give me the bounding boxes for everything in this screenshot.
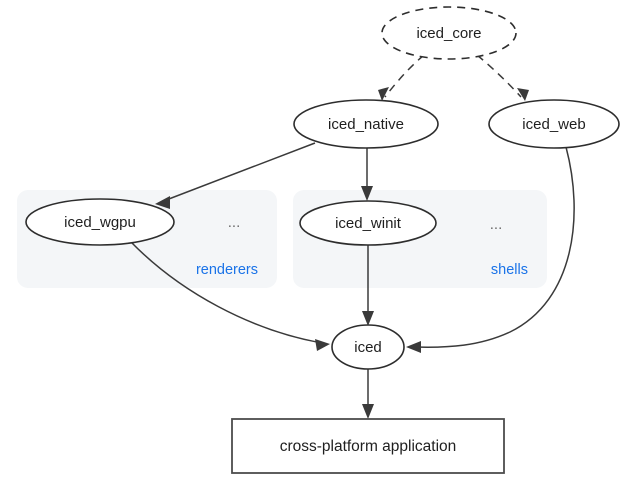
edge-web-to-iced-arrowhead	[406, 341, 421, 353]
edge-winit-to-iced-arrowhead	[362, 311, 374, 326]
edge-native-to-wgpu	[155, 142, 316, 209]
cluster-renderers-label: renderers	[196, 262, 258, 278]
node-iced-winit-label: iced_winit	[335, 215, 402, 232]
edge-native-to-winit	[361, 148, 373, 201]
edge-wgpu-to-iced	[130, 241, 330, 351]
edge-winit-to-iced	[362, 245, 374, 326]
edge-native-to-wgpu-line	[160, 142, 316, 203]
node-iced-core[interactable]: iced_core	[381, 6, 517, 60]
edge-iced-to-application	[362, 369, 374, 419]
edge-web-to-iced	[406, 146, 575, 353]
node-iced-native-shape[interactable]	[293, 99, 439, 149]
node-application-label: cross-platform application	[280, 438, 457, 455]
node-iced-native[interactable]: iced_native	[293, 99, 439, 149]
edge-native-to-wgpu-arrowhead	[155, 196, 170, 209]
node-iced-core-label: iced_core	[416, 25, 481, 42]
shells-more-icon: ...	[490, 216, 503, 233]
edge-wgpu-to-iced-line	[130, 241, 323, 344]
edge-core-to-web-arrowhead	[517, 88, 529, 101]
edge-core-to-web-line	[476, 54, 522, 98]
edge-core-to-web	[476, 54, 529, 101]
cluster-shells-label: shells	[491, 262, 528, 278]
node-application-shape[interactable]	[231, 418, 505, 474]
node-iced-native-label: iced_native	[328, 116, 404, 133]
edge-iced-to-application-arrowhead	[362, 404, 374, 419]
node-iced-web-label: iced_web	[522, 116, 585, 133]
edge-core-to-native-arrowhead	[378, 87, 389, 101]
node-iced-winit[interactable]: iced_winit	[299, 200, 437, 246]
node-iced[interactable]: iced	[331, 324, 405, 370]
edge-wgpu-to-iced-arrowhead	[315, 339, 330, 351]
edge-core-to-native-line	[384, 54, 425, 98]
node-iced-wgpu[interactable]: iced_wgpu	[25, 198, 175, 246]
node-application[interactable]: cross-platform application	[231, 418, 505, 474]
node-iced-web-shape[interactable]	[488, 99, 620, 149]
node-iced-winit-shape[interactable]	[299, 200, 437, 246]
node-iced-wgpu-shape[interactable]	[25, 198, 175, 246]
node-iced-core-shape[interactable]	[381, 6, 517, 60]
node-iced-web[interactable]: iced_web	[488, 99, 620, 149]
edge-web-to-iced-line	[413, 146, 575, 348]
node-iced-wgpu-label: iced_wgpu	[64, 214, 136, 231]
edge-native-to-winit-arrowhead	[361, 186, 373, 201]
node-iced-label: iced	[354, 339, 382, 356]
edge-core-to-native	[378, 54, 425, 101]
renderers-more-icon: ...	[228, 214, 241, 231]
node-iced-shape[interactable]	[331, 324, 405, 370]
